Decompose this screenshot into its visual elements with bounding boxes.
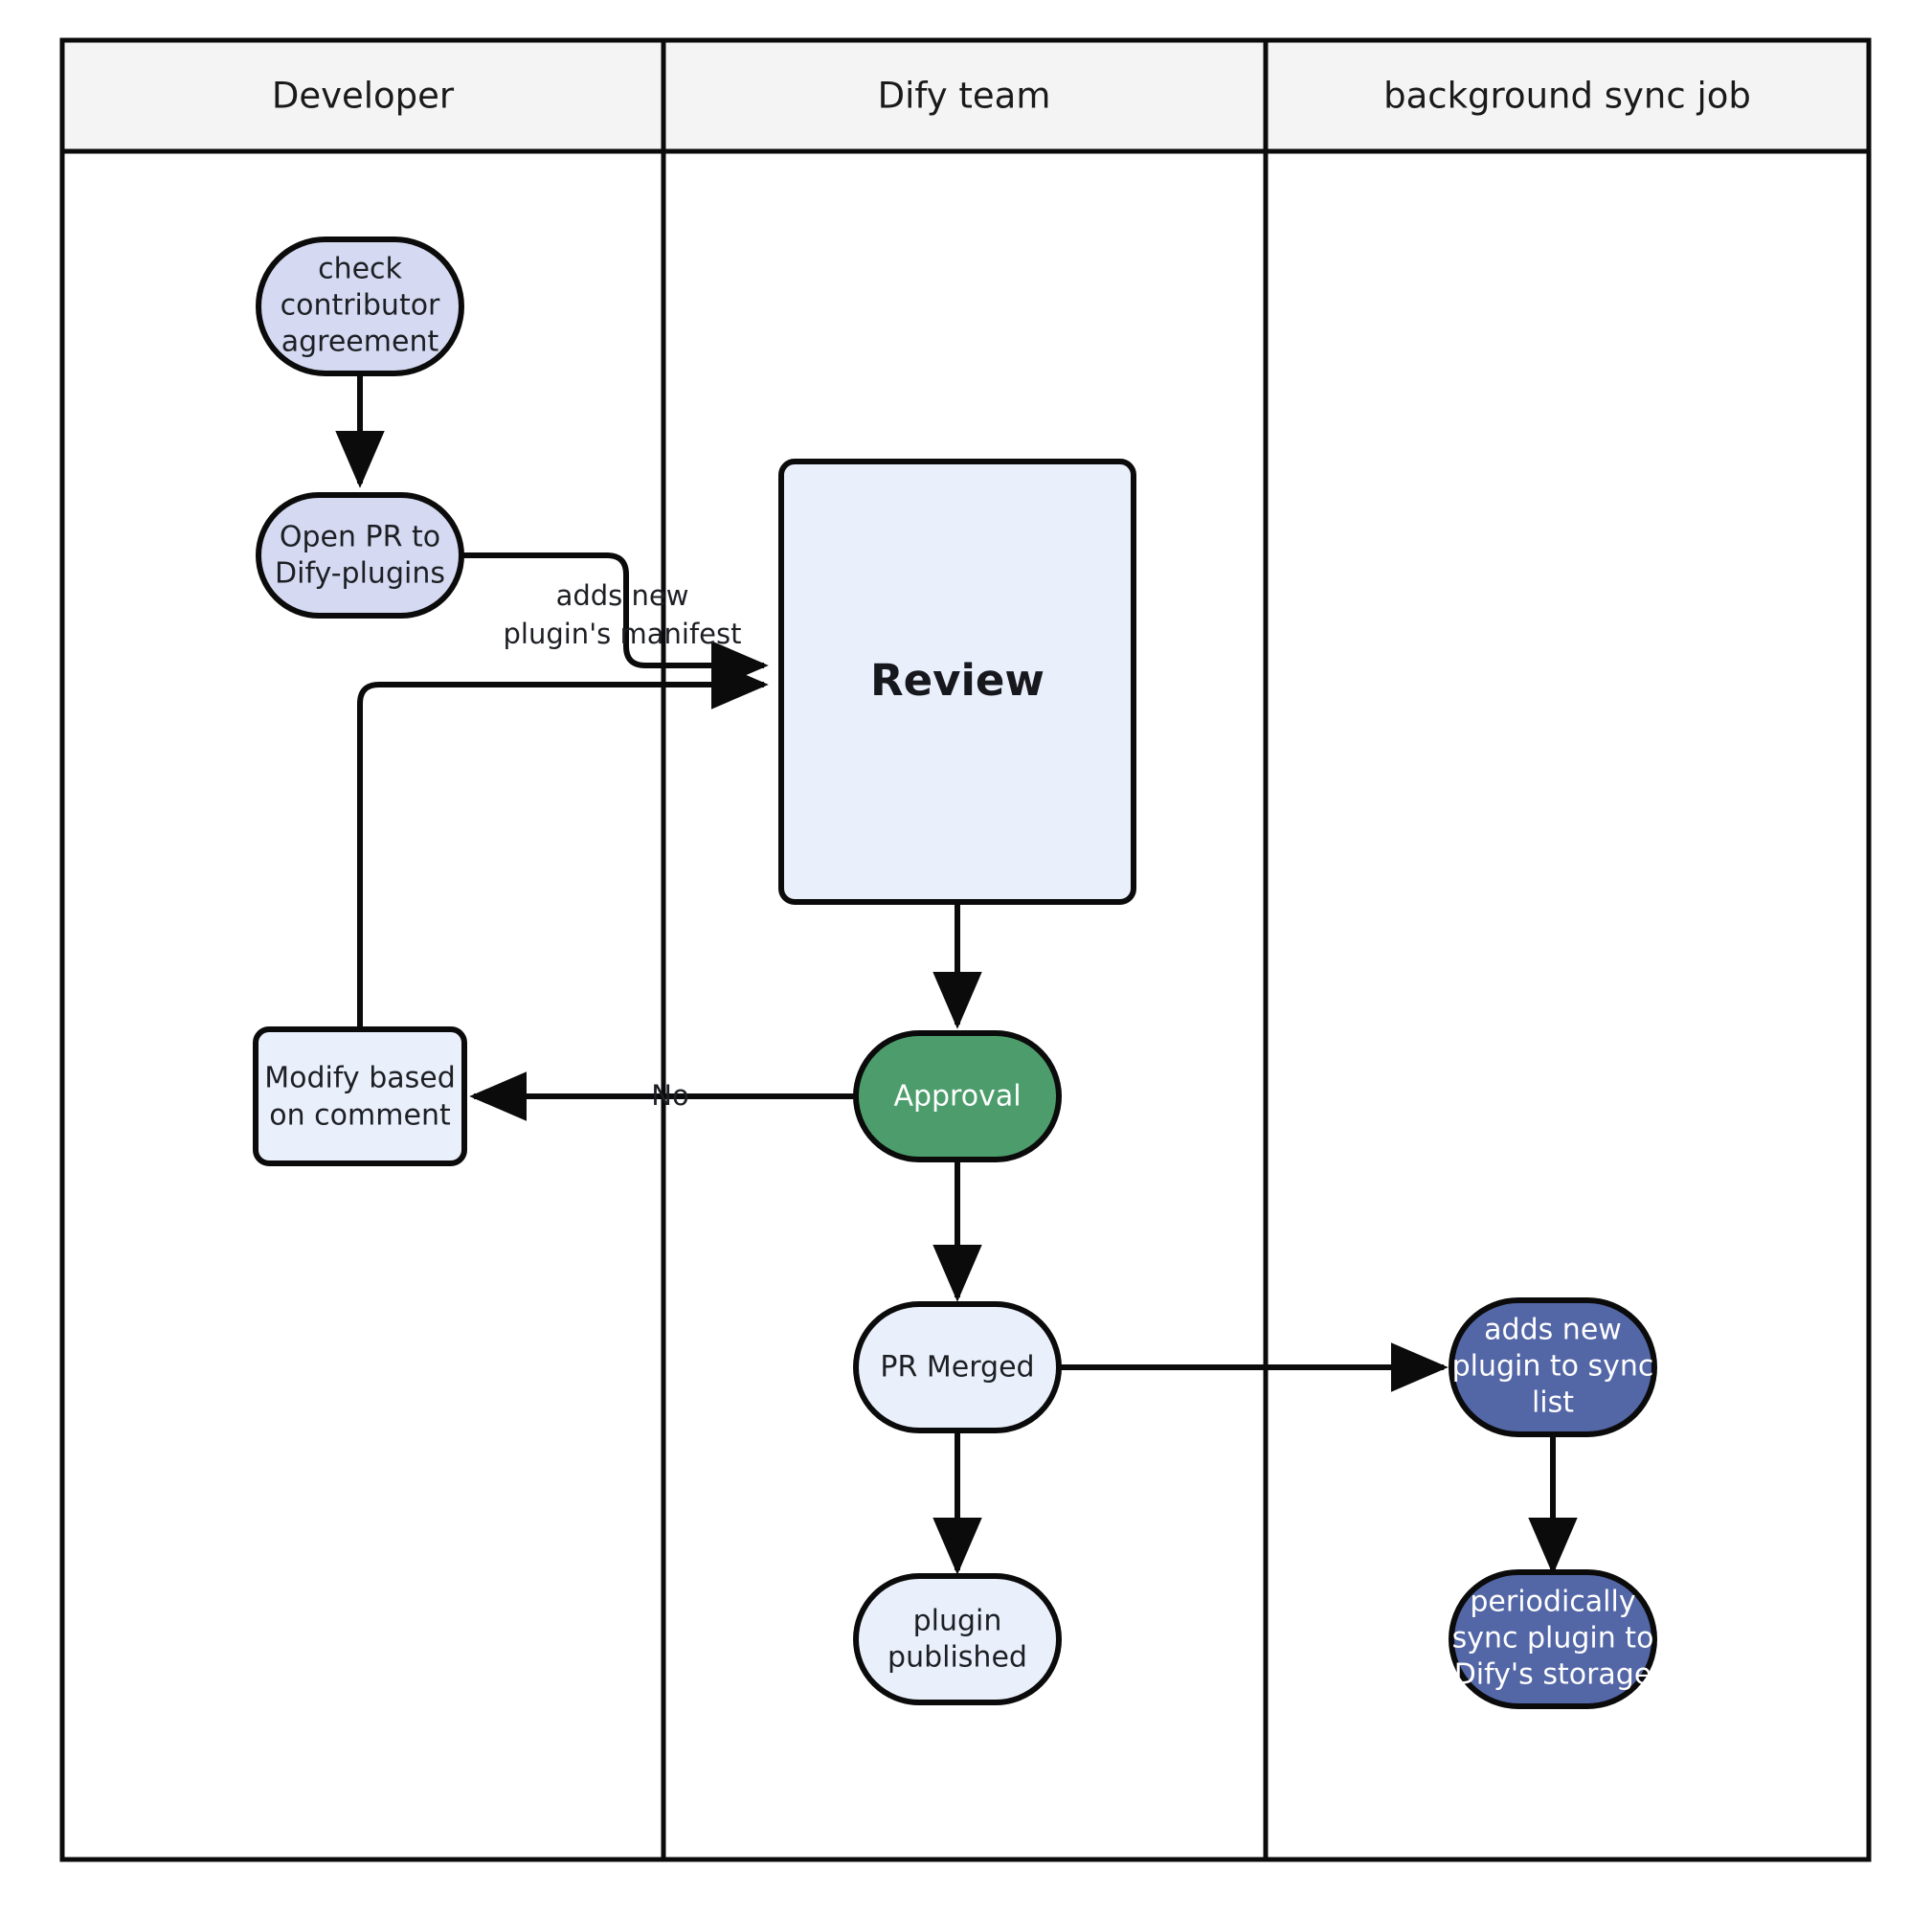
node-review[interactable]: Review	[778, 459, 1136, 905]
svg-text:plugin: plugin	[913, 1605, 1002, 1638]
lane-title-background-sync-job: background sync job	[1383, 76, 1751, 117]
node-plugin-published[interactable]: plugin published	[853, 1573, 1062, 1705]
lane-title-developer: Developer	[272, 76, 455, 117]
svg-text:adds new: adds new	[1484, 1314, 1622, 1347]
svg-text:check: check	[318, 253, 402, 286]
node-shape-open-pr-to-dify-plugins	[256, 492, 464, 619]
swimlane-frame: Developer Dify team background sync job	[59, 37, 1872, 1862]
node-periodically-sync-plugin[interactable]: periodically sync plugin to Dify's stora…	[1449, 1569, 1657, 1709]
nodes-layer: check contributor agreement Open PR to D…	[253, 237, 1657, 1709]
svg-text:Dify-plugins: Dify-plugins	[275, 557, 445, 591]
node-adds-new-plugin-to-sync-list[interactable]: adds new plugin to sync list	[1449, 1297, 1657, 1437]
edge-label-adds-new-plugin-manifest: adds new plugin's manifest	[504, 579, 742, 650]
node-shape-adds-new-plugin-to-sync-list	[1449, 1297, 1657, 1437]
svg-text:PR Merged: PR Merged	[880, 1351, 1034, 1385]
svg-text:agreement: agreement	[281, 326, 439, 359]
svg-text:Review: Review	[870, 655, 1045, 706]
node-approval[interactable]: Approval	[853, 1030, 1062, 1162]
node-shape-review	[778, 459, 1136, 905]
svg-text:plugin's manifest: plugin's manifest	[504, 618, 742, 650]
svg-text:Approval: Approval	[893, 1080, 1021, 1114]
svg-text:plugin to sync: plugin to sync	[1452, 1350, 1654, 1384]
node-check-contributor-agreement[interactable]: check contributor agreement	[256, 237, 464, 376]
node-shape-modify-based-on-comment	[253, 1026, 467, 1166]
svg-text:on comment: on comment	[269, 1099, 451, 1133]
svg-text:published: published	[887, 1641, 1027, 1675]
node-shape-check-contributor-agreement	[256, 237, 464, 376]
svg-text:Modify based: Modify based	[264, 1062, 456, 1095]
svg-text:Dify's storage: Dify's storage	[1454, 1658, 1652, 1692]
edge-label-no: No	[651, 1079, 688, 1112]
node-shape-approval	[853, 1030, 1062, 1162]
lane-header-dify-team	[661, 37, 1269, 154]
svg-text:adds new: adds new	[556, 579, 689, 612]
edge-labels-layer: adds new plugin's manifest No	[504, 579, 742, 1112]
svg-text:periodically: periodically	[1470, 1586, 1635, 1619]
edge-openpr-to-review	[461, 552, 769, 690]
node-shape-periodically-sync-plugin	[1449, 1569, 1657, 1709]
svg-text:sync plugin to: sync plugin to	[1452, 1622, 1654, 1656]
node-shape-pr-merged	[853, 1301, 1062, 1433]
lane-title-dify-team: Dify team	[878, 76, 1051, 117]
node-open-pr-to-dify-plugins[interactable]: Open PR to Dify-plugins	[256, 492, 464, 619]
svg-text:Open PR to: Open PR to	[280, 521, 440, 554]
node-shape-plugin-published	[853, 1573, 1062, 1705]
svg-text:list: list	[1532, 1386, 1574, 1420]
edge-modify-to-review	[357, 660, 769, 1029]
node-modify-based-on-comment[interactable]: Modify based on comment	[253, 1026, 467, 1166]
node-pr-merged[interactable]: PR Merged	[853, 1301, 1062, 1433]
svg-text:contributor: contributor	[281, 289, 440, 323]
lane-header-background-sync-job	[1263, 37, 1872, 154]
edges-layer	[335, 373, 1578, 1575]
